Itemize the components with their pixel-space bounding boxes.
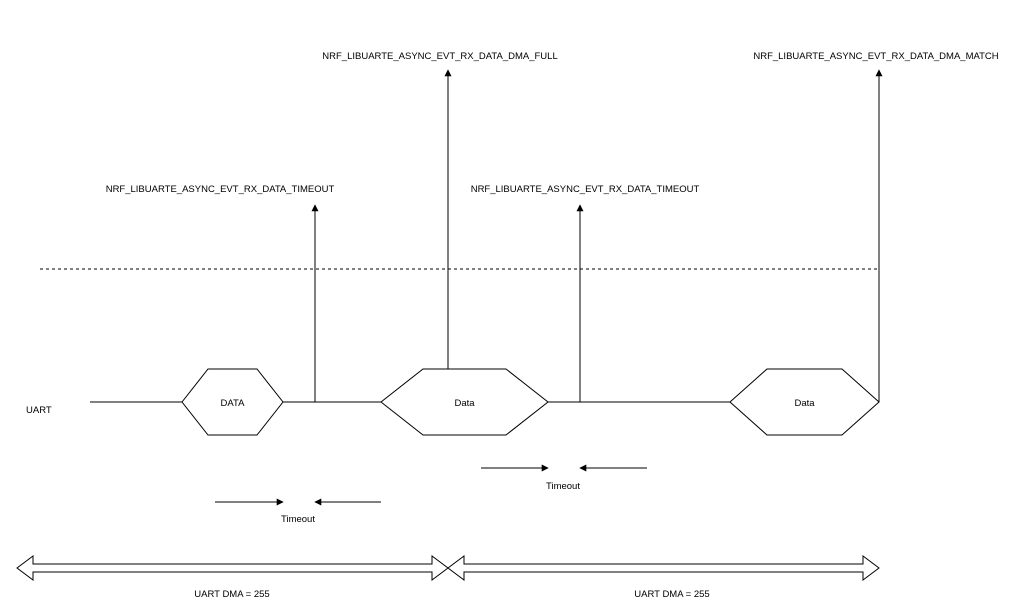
signal-label-uart: UART xyxy=(26,405,52,416)
event-arrow: NRF_LIBUARTE_ASYNC_EVT_RX_DATA_TIMEOUT xyxy=(471,184,700,402)
event-label: NRF_LIBUARTE_ASYNC_EVT_RX_DATA_TIMEOUT xyxy=(471,184,700,195)
data-packet: Data xyxy=(729,368,880,436)
event-label: NRF_LIBUARTE_ASYNC_EVT_RX_DATA_TIMEOUT xyxy=(106,184,335,195)
dma-span-arrow xyxy=(447,555,880,581)
dma-span-label: UART DMA = 255 xyxy=(194,589,269,600)
data-packet: Data xyxy=(380,368,549,436)
event-arrow: NRF_LIBUARTE_ASYNC_EVT_RX_DATA_DMA_FULL xyxy=(322,51,558,369)
event-label: NRF_LIBUARTE_ASYNC_EVT_RX_DATA_DMA_FULL xyxy=(322,51,557,62)
dma-span-arrow xyxy=(16,555,449,581)
data-packet: DATA xyxy=(181,368,284,436)
data-packet-label: Data xyxy=(454,398,475,409)
timeout-indicator: Timeout xyxy=(481,464,647,492)
data-packet-shape xyxy=(380,368,549,436)
data-packet-shape xyxy=(181,368,284,436)
dma-span: UART DMA = 255 xyxy=(447,555,880,600)
timeout-indicator: Timeout xyxy=(215,498,381,525)
data-packet-label: DATA xyxy=(221,398,246,409)
timeout-label: Timeout xyxy=(546,481,580,492)
dma-span-label: UART DMA = 255 xyxy=(634,589,709,600)
event-arrow: NRF_LIBUARTE_ASYNC_EVT_RX_DATA_DMA_MATCH xyxy=(753,51,999,402)
event-label: NRF_LIBUARTE_ASYNC_EVT_RX_DATA_DMA_MATCH xyxy=(753,51,998,62)
timeout-label: Timeout xyxy=(281,514,315,525)
dma-span: UART DMA = 255 xyxy=(16,555,449,600)
event-arrow: NRF_LIBUARTE_ASYNC_EVT_RX_DATA_TIMEOUT xyxy=(106,184,335,402)
data-packet-label: Data xyxy=(794,398,815,409)
